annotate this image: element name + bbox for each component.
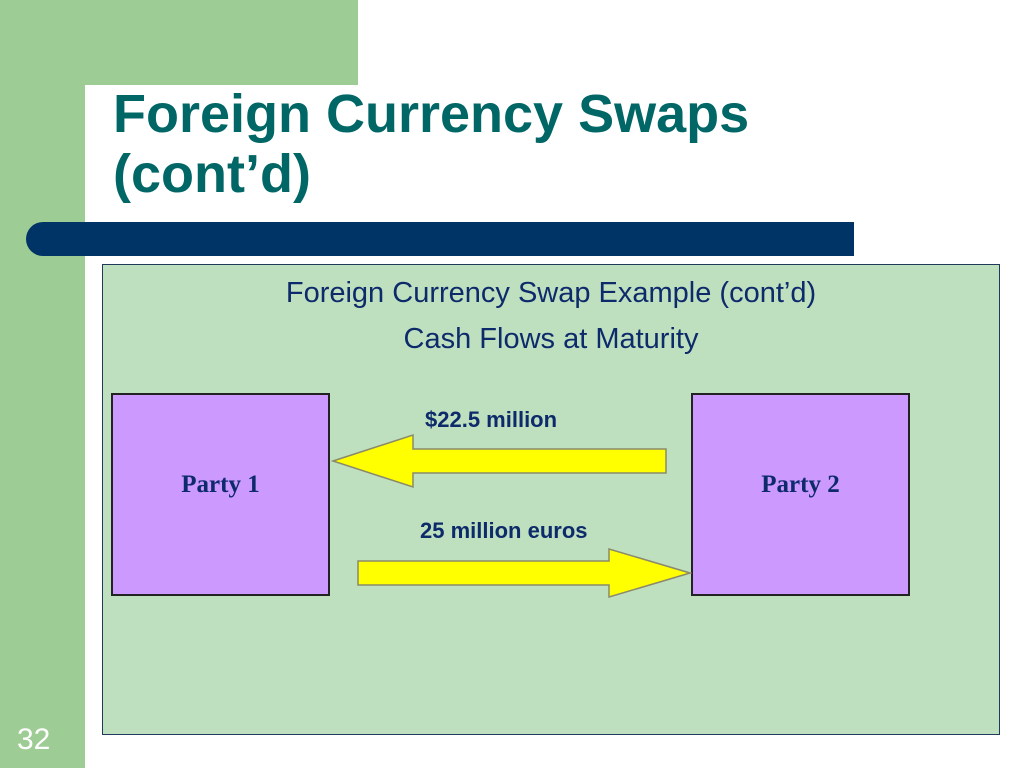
party-1-box: Party 1	[111, 393, 330, 596]
euro-flow-label: 25 million euros	[420, 518, 588, 543]
slide-title-line-2: (cont’d)	[113, 144, 311, 204]
party-2-box: Party 2	[691, 393, 910, 596]
example-subtitle: Foreign Currency Swap Example (cont’d)	[285, 277, 817, 309]
slide-title: Foreign Currency Swaps (cont’d)	[113, 84, 749, 204]
slide-title-line-1: Foreign Currency Swaps	[113, 84, 750, 144]
slide-number: 32	[17, 723, 51, 756]
content-box: Foreign Currency Swap Example (cont’d) C…	[102, 264, 1000, 735]
party-1-label: Party 1	[181, 471, 260, 498]
arrow-to-party-1-icon	[331, 433, 667, 489]
sidebar-green-background	[0, 0, 85, 768]
dollar-flow-label: $22.5 million	[425, 407, 558, 432]
top-green-background	[0, 0, 358, 85]
maturity-subtitle: Cash Flows at Maturity	[403, 323, 699, 355]
title-underline-bar	[26, 222, 854, 256]
arrow-to-party-2-icon	[357, 547, 692, 599]
party-2-label: Party 2	[761, 471, 840, 498]
